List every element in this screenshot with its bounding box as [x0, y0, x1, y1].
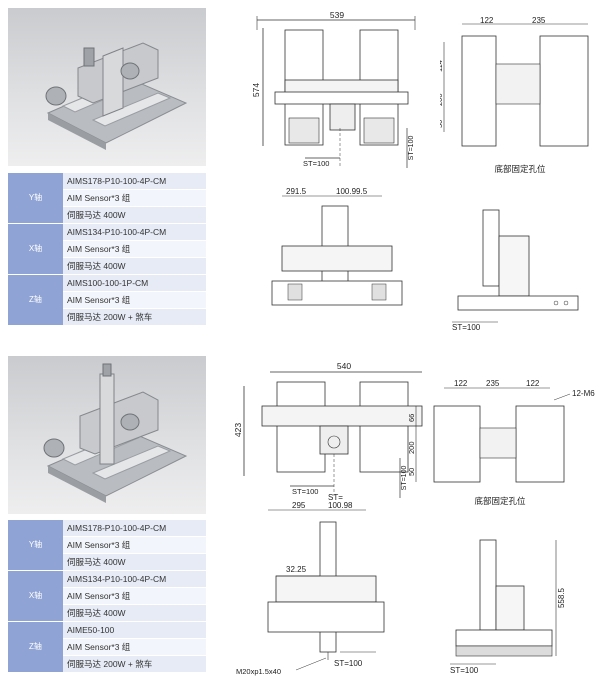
side-view-drawing-1: 291.5 100.99.5 [271, 187, 403, 306]
front-stroke-y: ST=100 [408, 136, 415, 161]
front-view-drawing-1: 539 574 ST=100 ST=100 [251, 10, 416, 168]
spec-value: AIMS100-100-1P-CM [63, 274, 206, 292]
front-stroke-x: ST=100 [303, 159, 329, 168]
spec-value: AIM Sensor*3 组 [63, 638, 206, 656]
base-height-dim-3: 50 [407, 468, 416, 476]
front-stroke-y: ST=100 [401, 466, 408, 491]
xyz-stage-render-2 [43, 363, 188, 503]
side-thread-label: M20xp1.5x40 [236, 667, 281, 676]
base-width-dim-1: 122 [454, 379, 468, 388]
side-width-dim-2: 100.98 [328, 501, 353, 510]
base-caption-1: 底部固定孔位 [494, 164, 546, 174]
axis-label: Y轴 [8, 173, 63, 224]
side-z-dim: 32.25 [286, 565, 307, 574]
product-block-1: Y轴 AIMS178-P10-100-4P-CM AIM Sensor*3 组 … [0, 0, 607, 332]
product-block-2: Y轴 AIMS178-P10-100-4P-CM AIM Sensor*3 组 … [0, 350, 607, 680]
spec-value: 伺服马达 400W [63, 604, 206, 622]
spec-value: AIMS134-P10-100-4P-CM [63, 570, 206, 588]
spec-table-1: Y轴 AIMS178-P10-100-4P-CM AIM Sensor*3 组 … [8, 173, 206, 326]
right-stroke-label-1: ST=100 [452, 323, 481, 332]
product-photo-1 [8, 8, 206, 166]
base-height-dim-3: 50 [440, 120, 444, 128]
axis-label: X轴 [8, 223, 63, 275]
axis-label: Z轴 [8, 621, 63, 673]
side-stroke-label: ST=100 [334, 659, 363, 668]
side-width-dim-1: 291.5 [286, 187, 307, 196]
product-photo-2 [8, 356, 206, 514]
spec-value: AIMS134-P10-100-4P-CM [63, 223, 206, 241]
spec-value: AIM Sensor*3 组 [63, 240, 206, 258]
spec-value: AIM Sensor*3 组 [63, 189, 206, 207]
base-height-dim-2: 200 [440, 93, 444, 106]
base-hole-view-2: 122 235 122 12-M6 66 200 50 底部固定孔位 [407, 379, 595, 506]
front-stroke-x: ST=100 [292, 487, 318, 496]
base-caption-2: 底部固定孔位 [474, 496, 526, 506]
spec-value: 伺服马达 200W + 煞车 [63, 655, 206, 673]
base-width-dim-2: 235 [532, 16, 546, 25]
spec-value: 伺服马达 400W [63, 206, 206, 224]
spec-value: AIM Sensor*3 组 [63, 587, 206, 605]
spec-table-2: Y轴 AIMS178-P10-100-4P-CM AIM Sensor*3 组 … [8, 520, 206, 673]
spec-value: 伺服马达 400W [63, 257, 206, 275]
axis-label: Z轴 [8, 274, 63, 326]
spec-value: 伺服马达 400W [63, 553, 206, 571]
front-height-dim: 423 [233, 423, 243, 437]
base-height-dim-1: 66 [407, 414, 416, 422]
side-width-dim-1: 295 [292, 501, 306, 510]
front-view-drawing-2: 540 423 ST=100 ST=100 [233, 361, 423, 498]
front-width-dim: 540 [337, 361, 351, 371]
spec-value: AIM Sensor*3 组 [63, 291, 206, 309]
right-view-drawing-1: ST=100 [452, 209, 579, 332]
base-note: 12-M6 [572, 389, 595, 398]
right-stroke-label-2: ST=100 [450, 666, 479, 675]
base-hole-view-1: 122 235 114 200 50 底部固定孔位 [440, 16, 589, 174]
base-width-dim-2: 235 [486, 379, 500, 388]
spec-value: 伺服马达 200W + 煞车 [63, 308, 206, 326]
front-width-dim: 539 [330, 10, 344, 20]
axis-label: Y轴 [8, 520, 63, 571]
xyz-stage-render-1 [45, 42, 188, 150]
spec-value: AIMS178-P10-100-4P-CM [63, 173, 206, 190]
side-width-dim-2: 100.99.5 [336, 187, 368, 196]
base-height-dim-1: 114 [440, 60, 444, 72]
side-view-drawing-2: ST= 295 100.98 32.25 M20xp1.5x40 ST=100 [236, 493, 385, 676]
base-width-dim-3: 122 [526, 379, 540, 388]
spec-value: AIMS178-P10-100-4P-CM [63, 520, 206, 537]
front-height-dim: 574 [251, 83, 261, 97]
right-view-drawing-2: 558.5 ST=100 [450, 539, 566, 675]
spec-value: AIM Sensor*3 组 [63, 536, 206, 554]
axis-label: X轴 [8, 570, 63, 622]
right-height-dim: 558.5 [557, 587, 566, 608]
spec-value: AIME50-100 [63, 621, 206, 639]
base-width-dim-1: 122 [480, 16, 494, 25]
side-top-label: ST= [328, 493, 343, 502]
base-height-dim-2: 200 [407, 441, 416, 454]
